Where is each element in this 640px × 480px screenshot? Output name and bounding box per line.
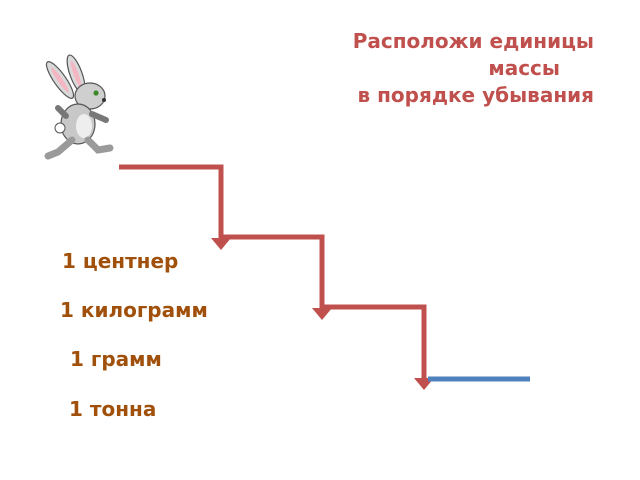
rabbit-icon (44, 54, 114, 160)
title-line-3: в порядке убывания (357, 83, 594, 107)
unit-card-tonne[interactable]: 1 тонна (69, 397, 157, 421)
unit-card-gram[interactable]: 1 грамм (70, 347, 162, 371)
title-line-2: массы (488, 56, 560, 80)
staircase (119, 164, 427, 380)
unit-card-centner[interactable]: 1 центнер (62, 249, 179, 273)
title-line-1: Расположи единицы (352, 29, 594, 53)
unit-card-kilogram[interactable]: 1 килограмм (60, 298, 208, 322)
task-title: Расположи единицы массы в порядке убыван… (274, 28, 594, 109)
